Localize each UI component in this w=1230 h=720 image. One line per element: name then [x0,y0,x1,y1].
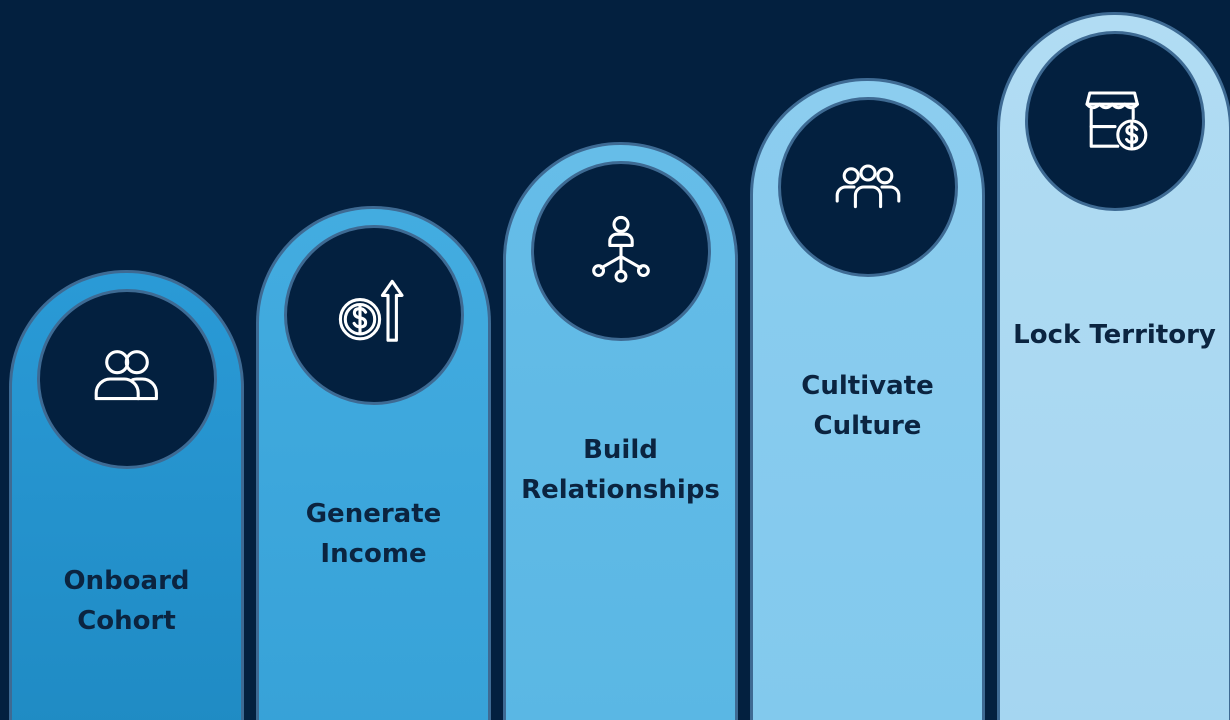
step-1-onboard-cohort: Onboard Cohort [9,270,244,720]
step-3-icon-circle [530,161,711,341]
step-3-build-relationships: Build Relationships [503,142,738,720]
team-icon [835,164,900,209]
step-3-label: Build Relationships [521,435,720,505]
storefront-dollar-icon [1084,91,1147,151]
step-5-label: Lock Territory [1013,320,1216,350]
step-2-generate-income: Generate Income [256,206,491,720]
step-2-icon-circle [283,225,464,405]
step-5-icon-circle [1024,31,1205,211]
network-person-icon [591,215,650,283]
step-4-label: Cultivate Culture [801,371,934,441]
group-icon [94,350,158,401]
dollar-up-arrow-icon [338,279,404,342]
step-1-icon-circle [36,289,217,469]
step-1-label: Onboard Cohort [63,566,190,636]
step-4-icon-circle [777,97,958,277]
step-2-label: Generate Income [305,499,442,569]
step-4-cultivate-culture: Cultivate Culture [750,78,985,720]
step-5-lock-territory: Lock Territory [997,12,1230,720]
